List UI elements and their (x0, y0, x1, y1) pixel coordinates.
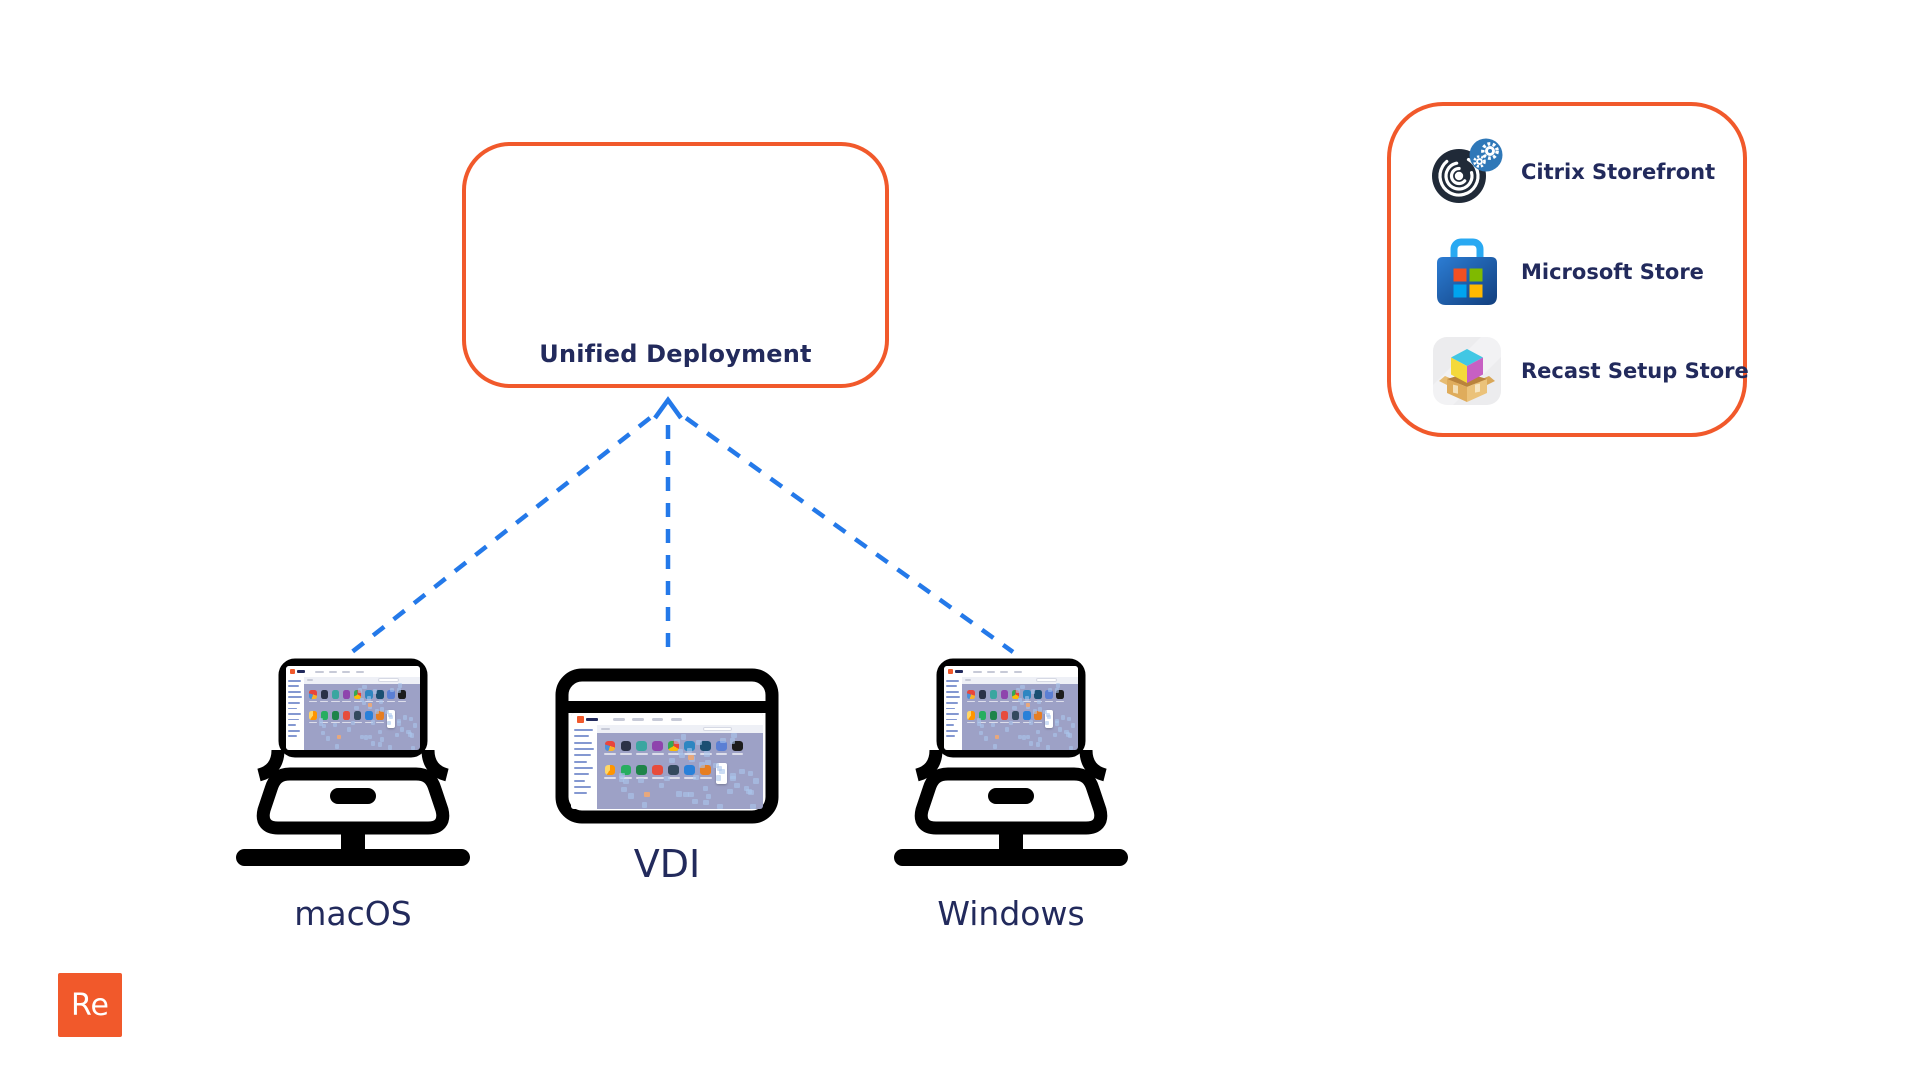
store-item-microsoft-store: Microsoft Store (1429, 234, 1713, 310)
store-label: Recast Setup Store (1521, 359, 1749, 383)
macos-screen-screenshot (286, 666, 420, 750)
device-vdi: VDI (555, 668, 779, 886)
store-label: Microsoft Store (1521, 259, 1704, 284)
laptop-icon (891, 653, 1131, 868)
arrow-up-icon (653, 396, 683, 420)
connector-to-macos (350, 416, 652, 654)
recast-setup-store-icon (1429, 333, 1505, 409)
browser-window-icon (555, 668, 779, 824)
vdi-screen-screenshot (571, 713, 763, 809)
device-label-vdi: VDI (633, 842, 701, 886)
recast-logo-text: Re (71, 987, 109, 1023)
device-windows: Windows (891, 653, 1131, 933)
unified-deployment-label: Unified Deployment (539, 340, 812, 368)
app-stores-panel: Citrix Storefront (1387, 102, 1749, 437)
laptop-icon (233, 653, 473, 868)
unified-deployment-box: Unified Deployment (462, 142, 889, 388)
device-label-macos: macOS (294, 894, 412, 933)
connector-to-windows (684, 416, 1015, 654)
device-macos: macOS (233, 653, 473, 933)
store-label: Citrix Storefront (1521, 160, 1716, 184)
microsoft-store-icon (1429, 234, 1505, 310)
store-item-citrix-storefront: Citrix Storefront (1429, 134, 1716, 210)
store-item-recast-setup-store: Recast Setup Store (1429, 333, 1749, 409)
windows-screen-screenshot (944, 666, 1078, 750)
citrix-storefront-icon (1429, 134, 1505, 210)
recast-logo: Re (58, 973, 122, 1037)
device-label-windows: Windows (937, 894, 1085, 933)
